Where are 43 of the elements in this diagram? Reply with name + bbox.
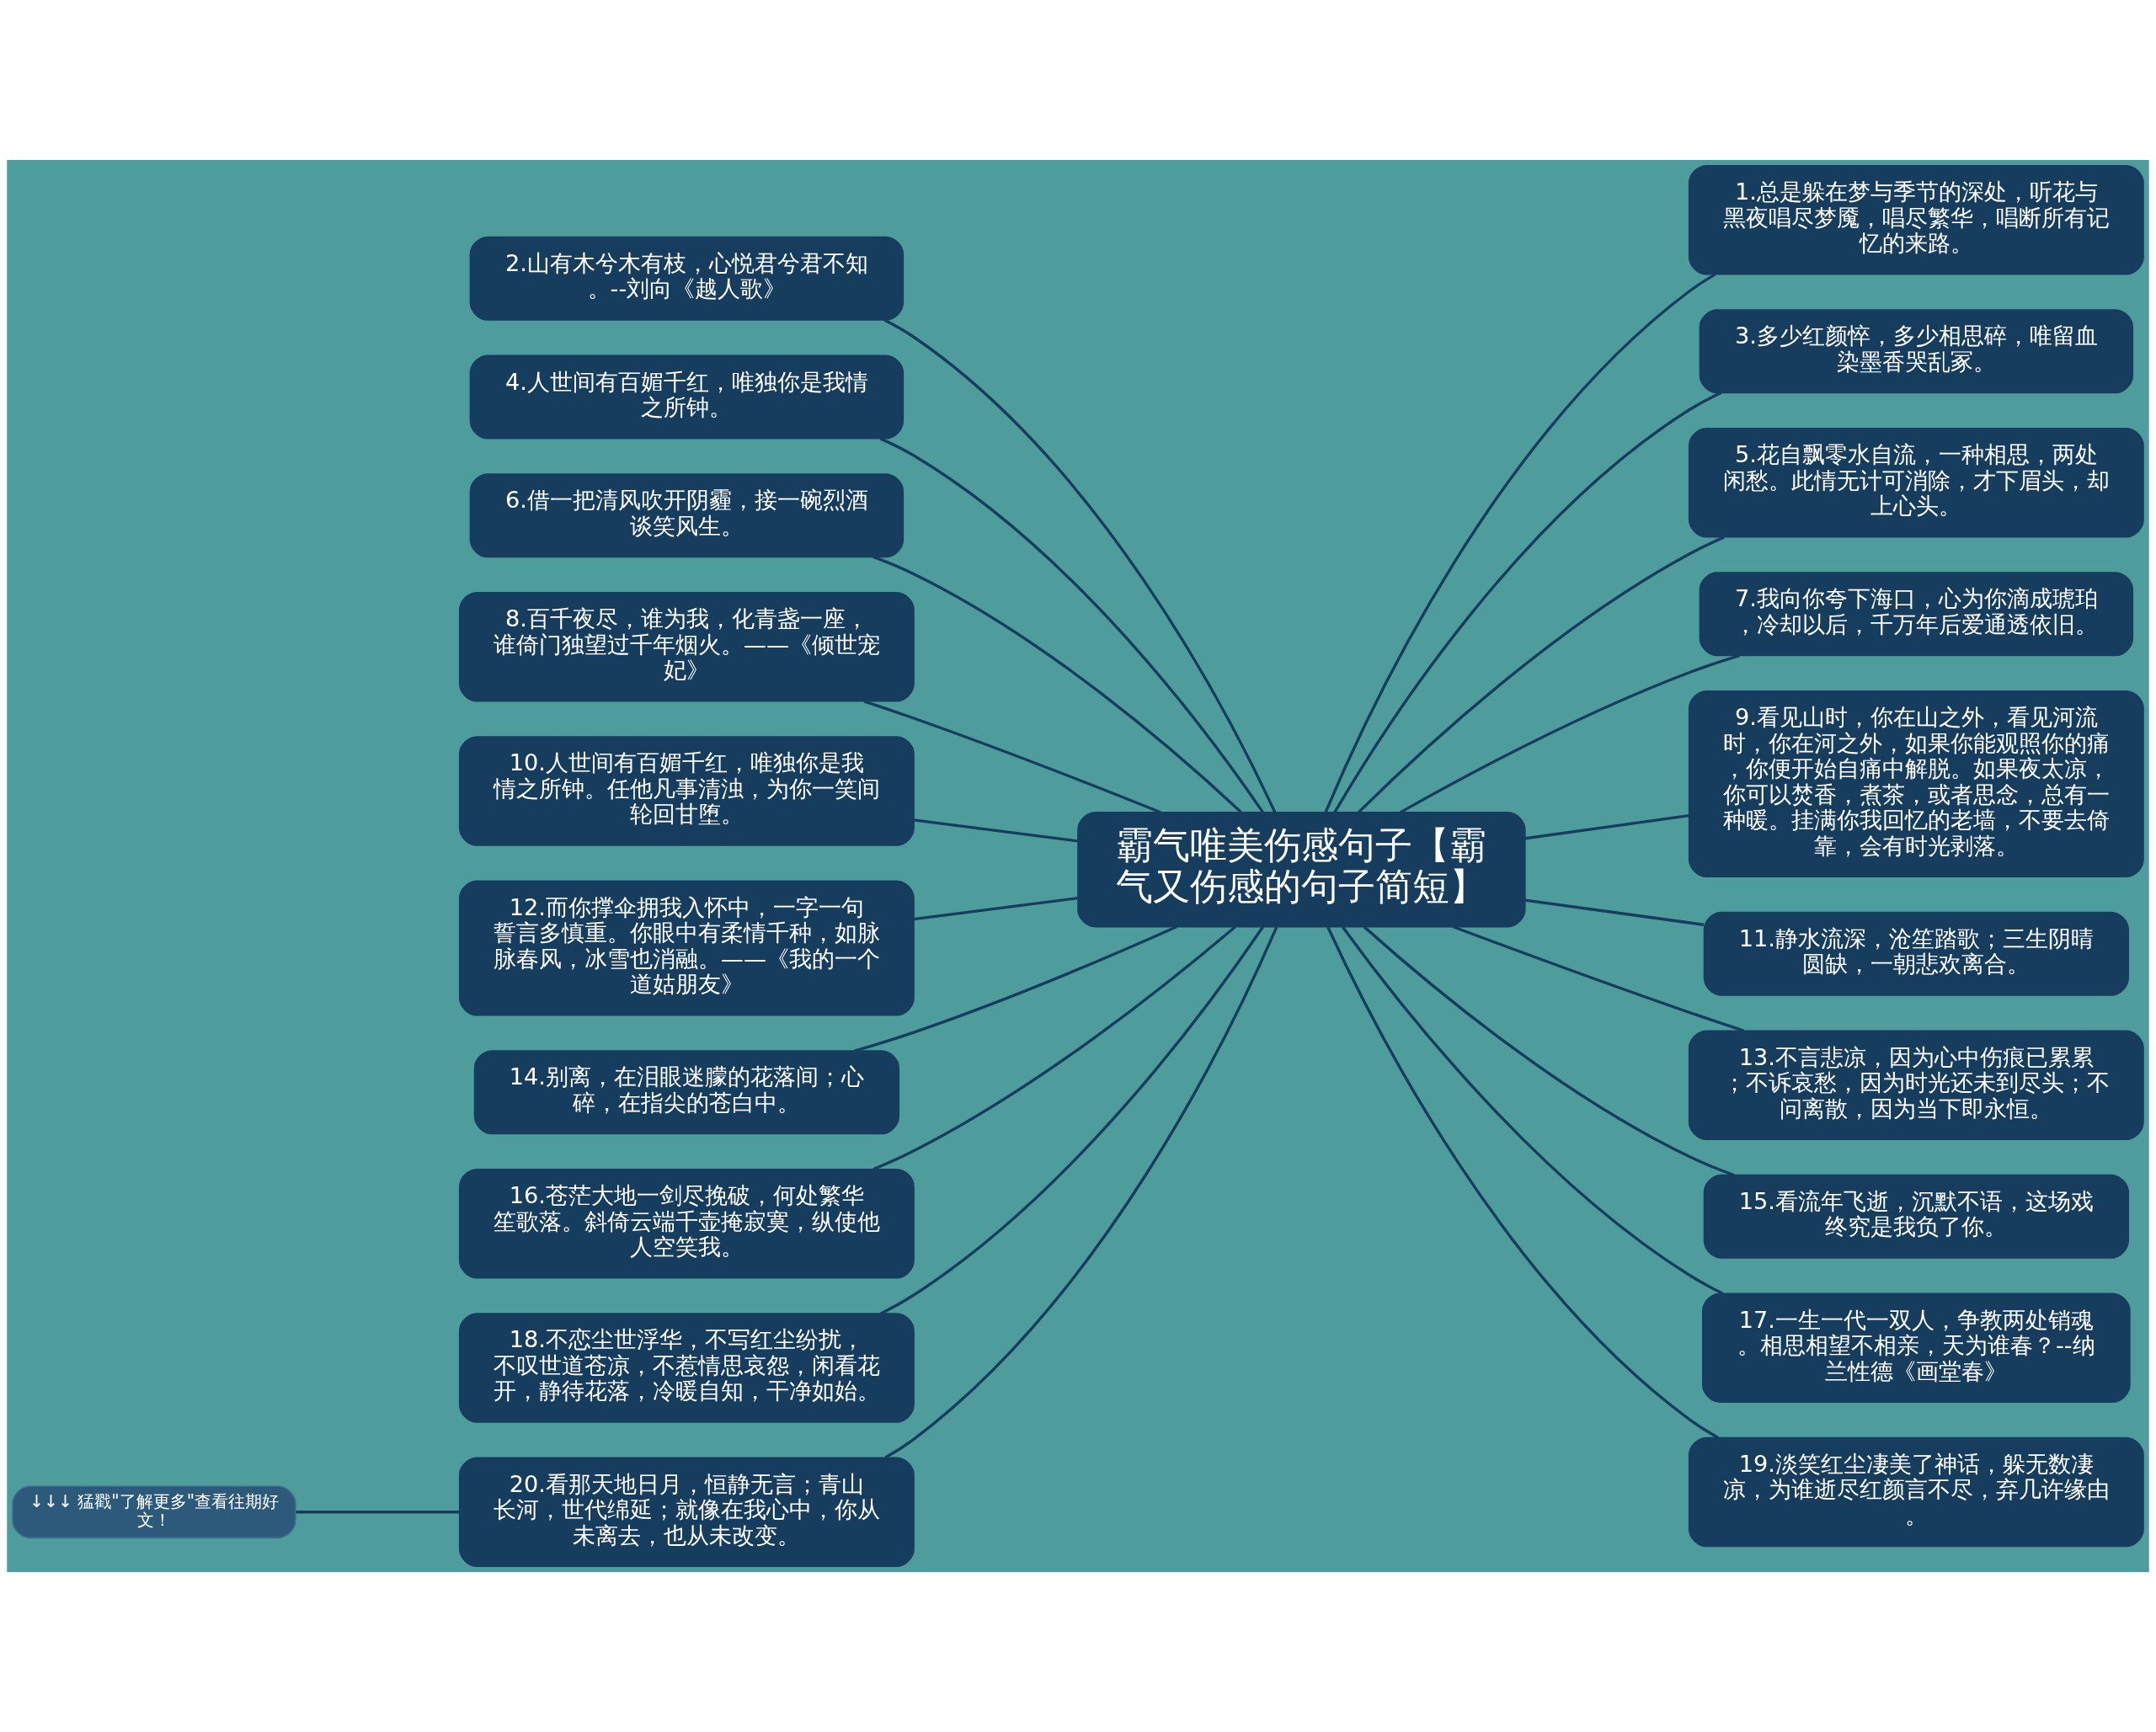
connector: [883, 318, 1277, 813]
connector: [913, 818, 1078, 843]
node-box: ↓↓↓ 猛戳"了解更多"查看往期好文！: [12, 1485, 296, 1539]
node-box: 17.一生一代一双人，争教两处销魂。相思相望不相亲，天为谁春？--纳兰性德《画堂春》: [1702, 1292, 2131, 1404]
node-box: 13.不言悲凉，因为心中伤痕已累累；不诉哀愁，因为时光还未到尽头；不问离散，因为当下即永恒。: [1688, 1030, 2144, 1141]
node-box: 3.多少红颜悴，多少相思碎，唯留血染墨香哭乱冢。: [1699, 309, 2134, 394]
connector: [296, 1511, 460, 1514]
connector: [913, 896, 1078, 921]
node-box: 16.苍茫大地一剑尽挽破，何处繁华笙歌落。斜倚云端千壶掩寂寞，纵使他人空笑我。: [458, 1169, 915, 1279]
node-box: 11.静水流深，沧笙踏歌；三生阴晴圆缺，一朝悲欢离合。: [1703, 911, 2129, 996]
connector: [1358, 536, 1726, 813]
connector: [1363, 925, 1735, 1177]
connector: [1326, 926, 1720, 1439]
node-box: 18.不恋尘世浮华，不写红尘纷扰，不叹世道苍凉，不惹情思哀怨，闲看花开，静待花落，冷暖自知，干净如始。: [458, 1313, 915, 1423]
connector: [1453, 925, 1745, 1032]
connector: [863, 700, 1161, 814]
node-box: 14.别离，在泪眼迷朦的花落间；心碎，在指尖的苍白中。: [473, 1050, 900, 1135]
connector: [880, 925, 1264, 1315]
connector: [854, 925, 1177, 1053]
connector: [1333, 391, 1722, 813]
node-box: 8.百千夜尽，谁为我，化青盏一座，谁倚门独望过千年烟火。——《倾世宠妃》: [458, 591, 915, 702]
node-box: 2.山有木兮木有枝，心悦君兮君不知。--刘向《越人歌》: [469, 236, 905, 321]
connector: [873, 555, 1242, 813]
connector: [879, 437, 1265, 813]
connector: [1324, 273, 1716, 813]
connector: [1524, 813, 1689, 840]
connector: [873, 925, 1236, 1171]
node-box: 12.而你撑伞拥我入怀中，一字一句誓言多慎重。你眼中有柔情千种，如脉脉春风，冰雪也消融。——《我的一个道姑朋友》: [458, 880, 915, 1016]
connector: [1524, 898, 1705, 926]
node-box: 5.花自飘零水自流，一种相思，两处闲愁。此情无计可消除，才下眉头，却上心头。: [1688, 427, 2144, 538]
node-box: 15.看流年飞逝，沉默不语，这场戏终究是我负了你。: [1703, 1174, 2129, 1259]
node-box: 4.人世间有百媚千红，唯独你是我情之所钟。: [469, 354, 905, 440]
connector: [884, 926, 1278, 1459]
node-box: 6.借一把清风吹开阴霾，接一碗烈酒谈笑风生。: [469, 473, 905, 558]
node-box: 1.总是躲在梦与季节的深处，听花与黑夜唱尽梦魇，唱尽繁华，唱断所有记忆的来路。: [1688, 164, 2144, 275]
connector: [1342, 925, 1724, 1295]
node-box: 19.淡笑红尘凄美了神话，躲无数凄凉，为谁逝尽红颜言不尽，弃几许缘由。: [1688, 1436, 2144, 1548]
node-box: 7.我向你夸下海口，心为你滴成琥珀，冷却以后，千万年后爱通透依旧。: [1699, 572, 2134, 657]
connector: [1399, 653, 1740, 814]
node-box: 9.看见山时，你在山之外，看见河流时，你在河之外，如果你能观照你的痛，你便开始自痛中解脱。如果夜太凉，你可以焚香，煮茶，或者思念，总有一种暖。挂满你我回忆的老墙，不要去倚靠，会有时光剥落。: [1688, 690, 2144, 878]
node-box: 20.看那天地日月，恒静无言；青山长河，世代绵延；就像在我心中，你从未离去，也从未改变。: [458, 1457, 915, 1568]
node-box: 10.人世间有百媚千红，唯独你是我情之所钟。任他凡事清浊，为你一笑间轮回甘堕。: [458, 736, 915, 846]
node-box: 霸气唯美伤感句子【霸气又伤感的句子简短】: [1077, 812, 1526, 928]
